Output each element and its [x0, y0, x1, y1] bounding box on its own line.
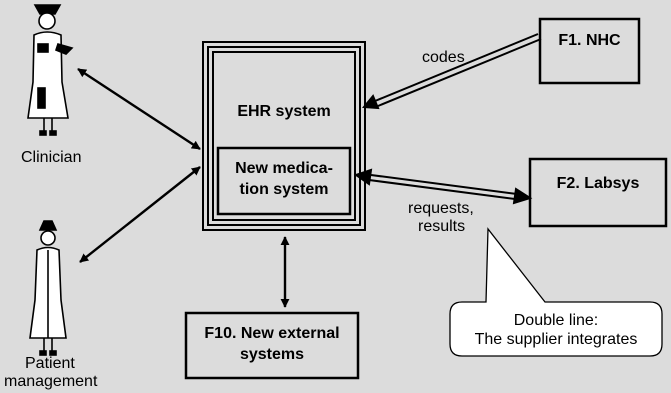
nhc-ehr-double-arrow [362, 33, 542, 110]
callout-bubble [449, 227, 663, 357]
external-systems-label-line1: F10. New external [204, 325, 340, 342]
clinician-label: Clinician [21, 149, 82, 166]
patient-management-label-line1: Patient [25, 355, 75, 372]
ehr-labsys-double-arrow [353, 168, 533, 205]
patient-management-figure-icon [29, 220, 67, 356]
callout-text-line1: Double line: [513, 312, 599, 329]
external-systems-label-line2: systems [239, 346, 305, 363]
external-systems-box [184, 311, 360, 380]
requests-results-label-line2: results [418, 218, 466, 235]
medication-system-label-line1: New medica- [235, 160, 333, 177]
ehr-system-label: EHR system [237, 103, 331, 120]
labsys-box [528, 157, 668, 228]
medication-system-box [216, 146, 352, 216]
codes-label: codes [422, 49, 465, 66]
labsys-label: F2. Labsys [556, 175, 640, 192]
patient-ehr-arrow [79, 166, 201, 263]
medication-system-label-line2: tion system [239, 181, 329, 198]
clinician-figure-icon [27, 4, 74, 136]
patient-management-label-line2: management [4, 373, 98, 390]
callout-text-line2: The supplier integrates [474, 331, 638, 348]
requests-results-label-line1: requests, [408, 200, 474, 217]
nhc-box [538, 17, 641, 85]
nhc-label: F1. NHC [558, 32, 621, 49]
ehr-system-box [202, 41, 366, 231]
clinician-ehr-arrow [77, 67, 201, 151]
